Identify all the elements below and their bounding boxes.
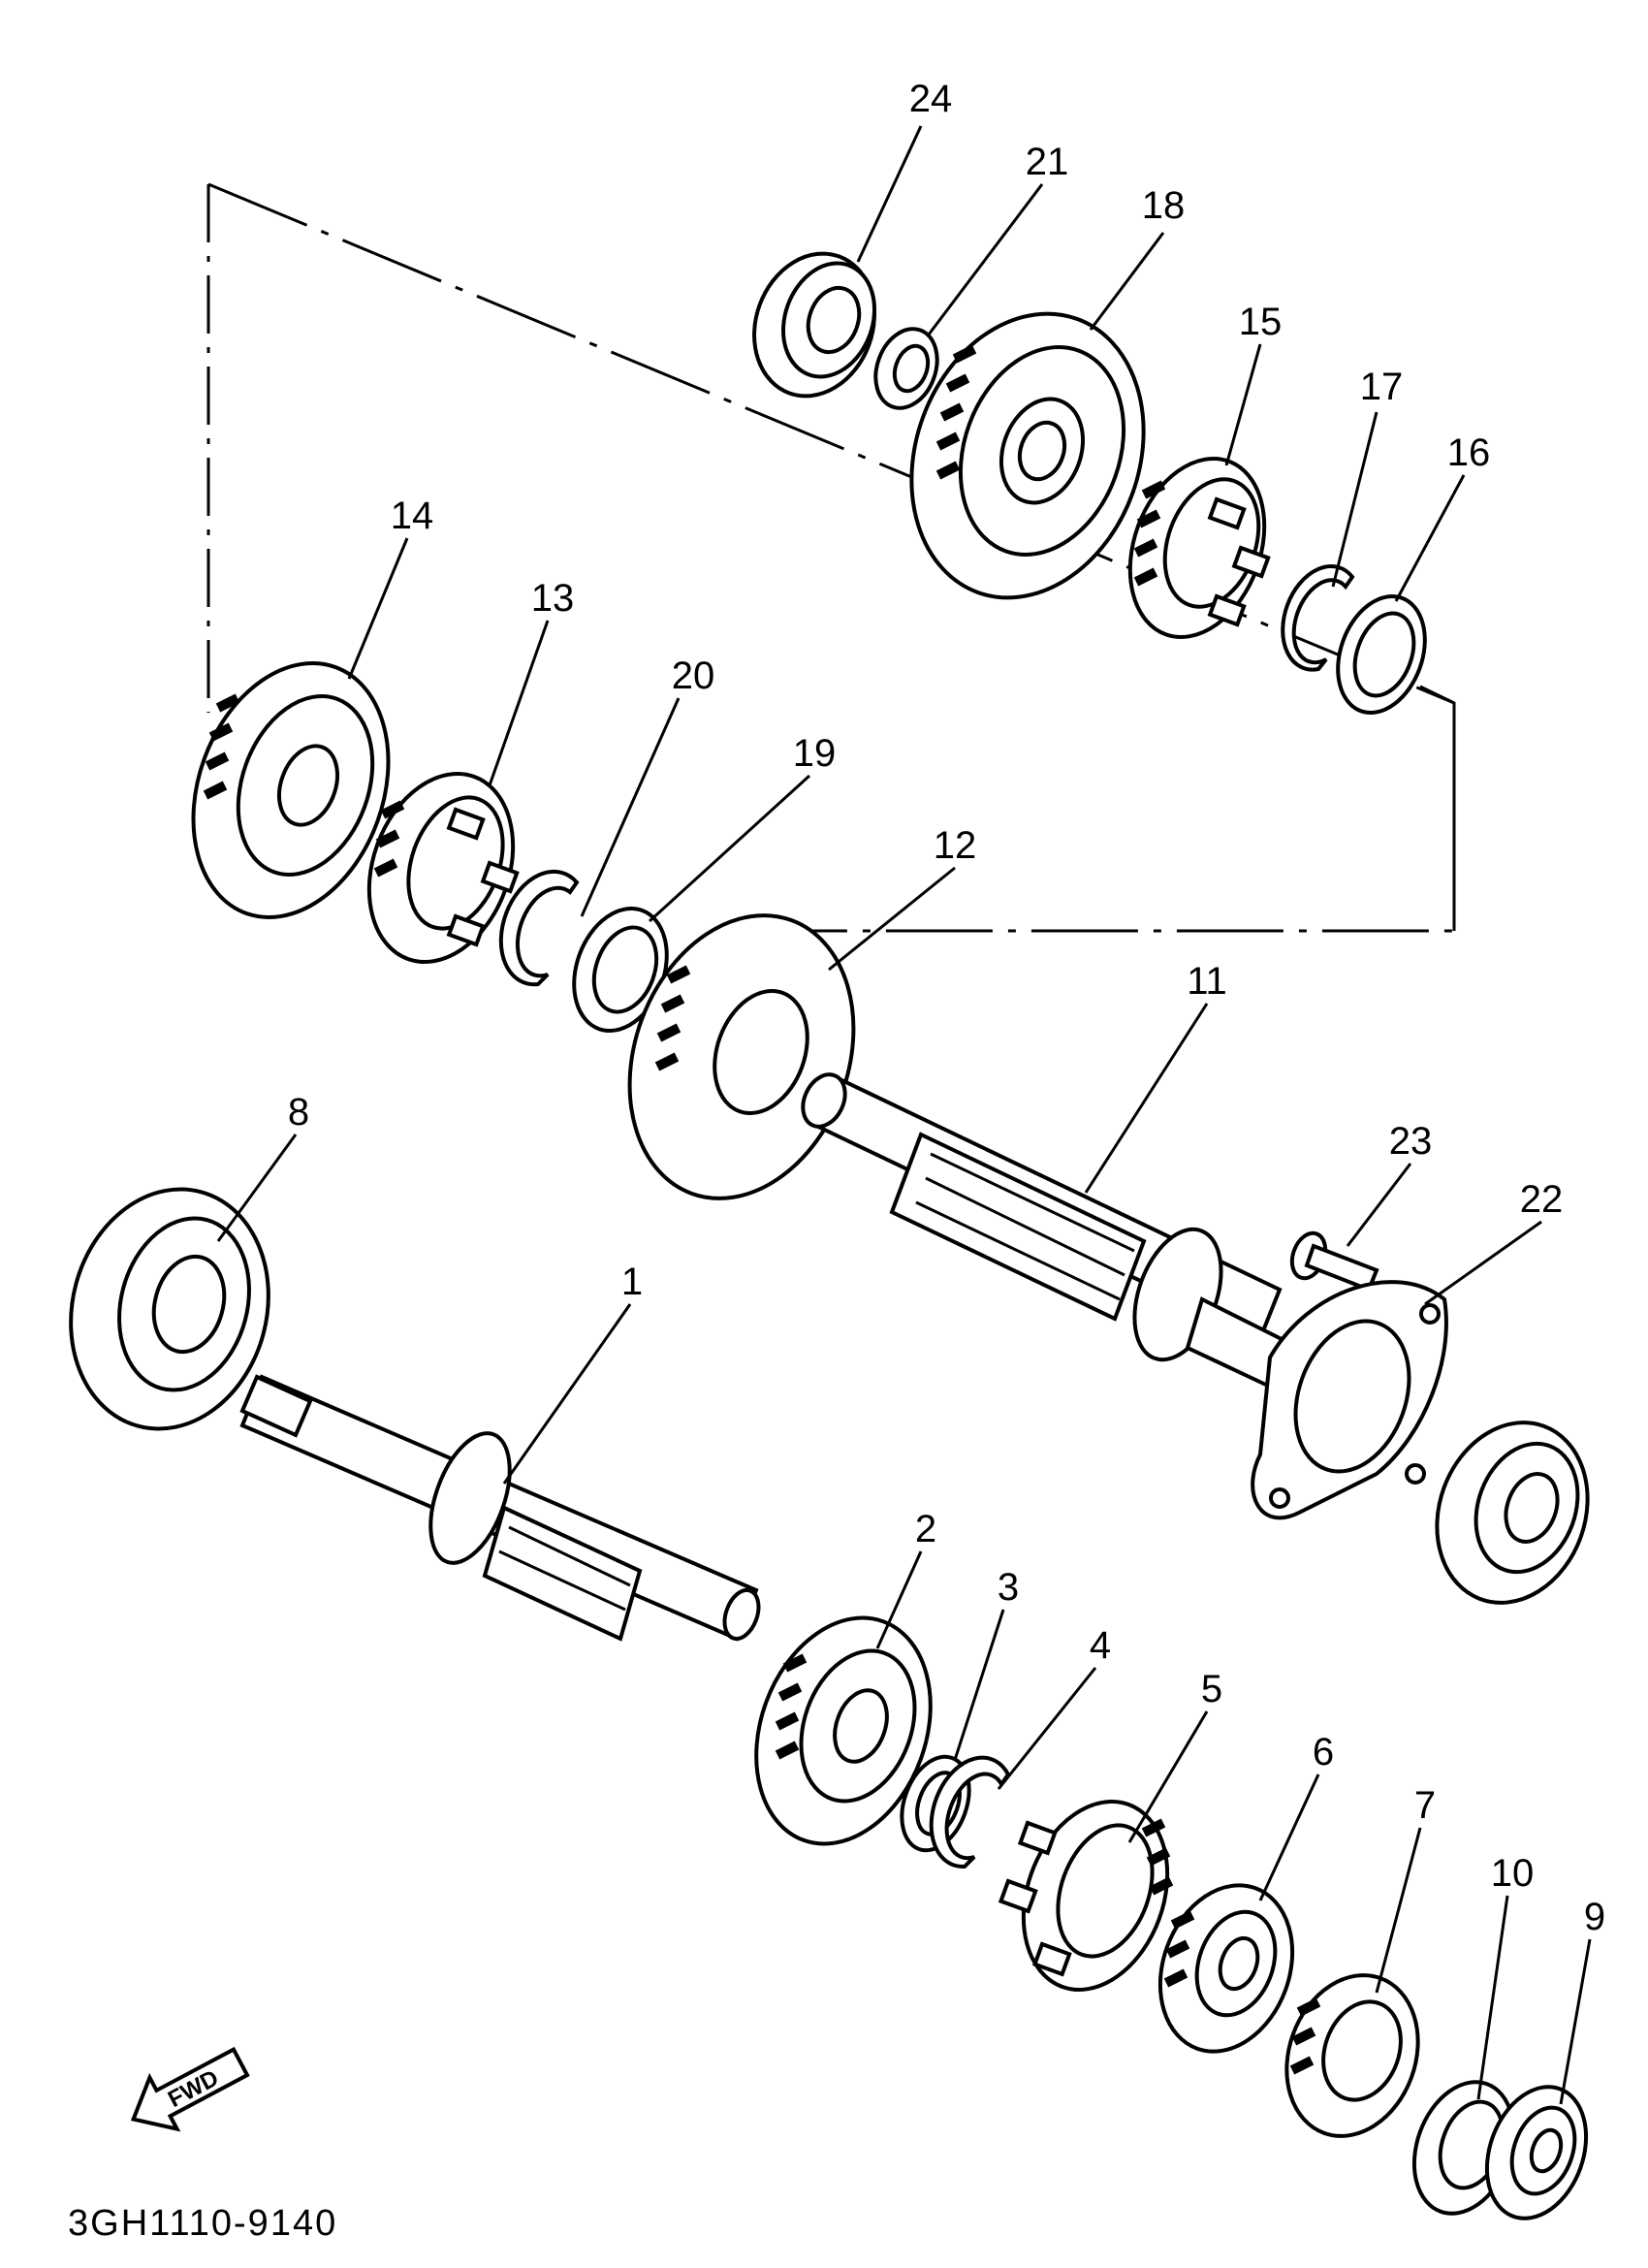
callout-18: 18 bbox=[1142, 184, 1186, 227]
callout-15: 15 bbox=[1239, 301, 1283, 343]
assembly-reference-lines bbox=[206, 182, 1456, 933]
callout-8: 8 bbox=[288, 1091, 309, 1134]
callout-numbers: 24 21 18 15 17 16 14 13 20 19 12 11 23 2… bbox=[288, 78, 1605, 1938]
callout-22: 22 bbox=[1520, 1178, 1564, 1221]
callout-2: 2 bbox=[915, 1508, 936, 1550]
callout-24: 24 bbox=[909, 78, 953, 120]
part-11-drive-axle bbox=[801, 1072, 1292, 1390]
callout-leader-lines bbox=[216, 125, 1592, 2105]
part-21-washer bbox=[873, 327, 939, 410]
bearing-right bbox=[1435, 1421, 1590, 1605]
part-8-bearing bbox=[69, 1187, 270, 1431]
callout-23: 23 bbox=[1389, 1120, 1433, 1163]
callout-3: 3 bbox=[998, 1566, 1019, 1609]
callout-16: 16 bbox=[1447, 431, 1491, 474]
callout-7: 7 bbox=[1414, 1784, 1436, 1827]
part-22-retainer-plate bbox=[1251, 1280, 1448, 1520]
part-7-gear bbox=[1284, 1973, 1420, 2138]
part-18-gear bbox=[909, 311, 1146, 600]
callout-4: 4 bbox=[1090, 1624, 1111, 1667]
callout-20: 20 bbox=[672, 655, 715, 697]
part-16-washer bbox=[1336, 593, 1427, 716]
part-23-bolt bbox=[1289, 1230, 1379, 1293]
callout-6: 6 bbox=[1313, 1731, 1334, 1773]
callout-9: 9 bbox=[1584, 1896, 1605, 1938]
callout-19: 19 bbox=[793, 732, 837, 775]
part-4-circlip bbox=[929, 1755, 1011, 1869]
part-9-bearing bbox=[1484, 2085, 1589, 2220]
part-6-gear bbox=[1157, 1883, 1295, 2054]
callout-11: 11 bbox=[1187, 960, 1227, 1003]
part-13-gear bbox=[366, 772, 520, 964]
callout-14: 14 bbox=[391, 495, 434, 537]
callout-12: 12 bbox=[934, 824, 977, 867]
callout-5: 5 bbox=[1201, 1668, 1222, 1710]
callout-1: 1 bbox=[621, 1261, 643, 1303]
part-12-gear bbox=[627, 913, 856, 1200]
part-5-gear bbox=[998, 1800, 1174, 1992]
callout-13: 13 bbox=[531, 577, 575, 620]
part-15-gear bbox=[1127, 457, 1271, 639]
callout-17: 17 bbox=[1360, 366, 1404, 408]
part-2-gear bbox=[754, 1615, 933, 1846]
part-17-circlip bbox=[1281, 564, 1355, 672]
fwd-arrow-icon: FWD bbox=[130, 2046, 250, 2132]
callout-10: 10 bbox=[1491, 1852, 1535, 1895]
part-1-main-axle bbox=[239, 1374, 761, 1642]
part-20-circlip bbox=[498, 869, 580, 987]
diagram-part-code: 3GH1110-9140 bbox=[68, 2203, 337, 2244]
part-14-gear bbox=[191, 661, 391, 919]
part-24-bearing bbox=[752, 251, 877, 399]
callout-21: 21 bbox=[1026, 141, 1069, 183]
